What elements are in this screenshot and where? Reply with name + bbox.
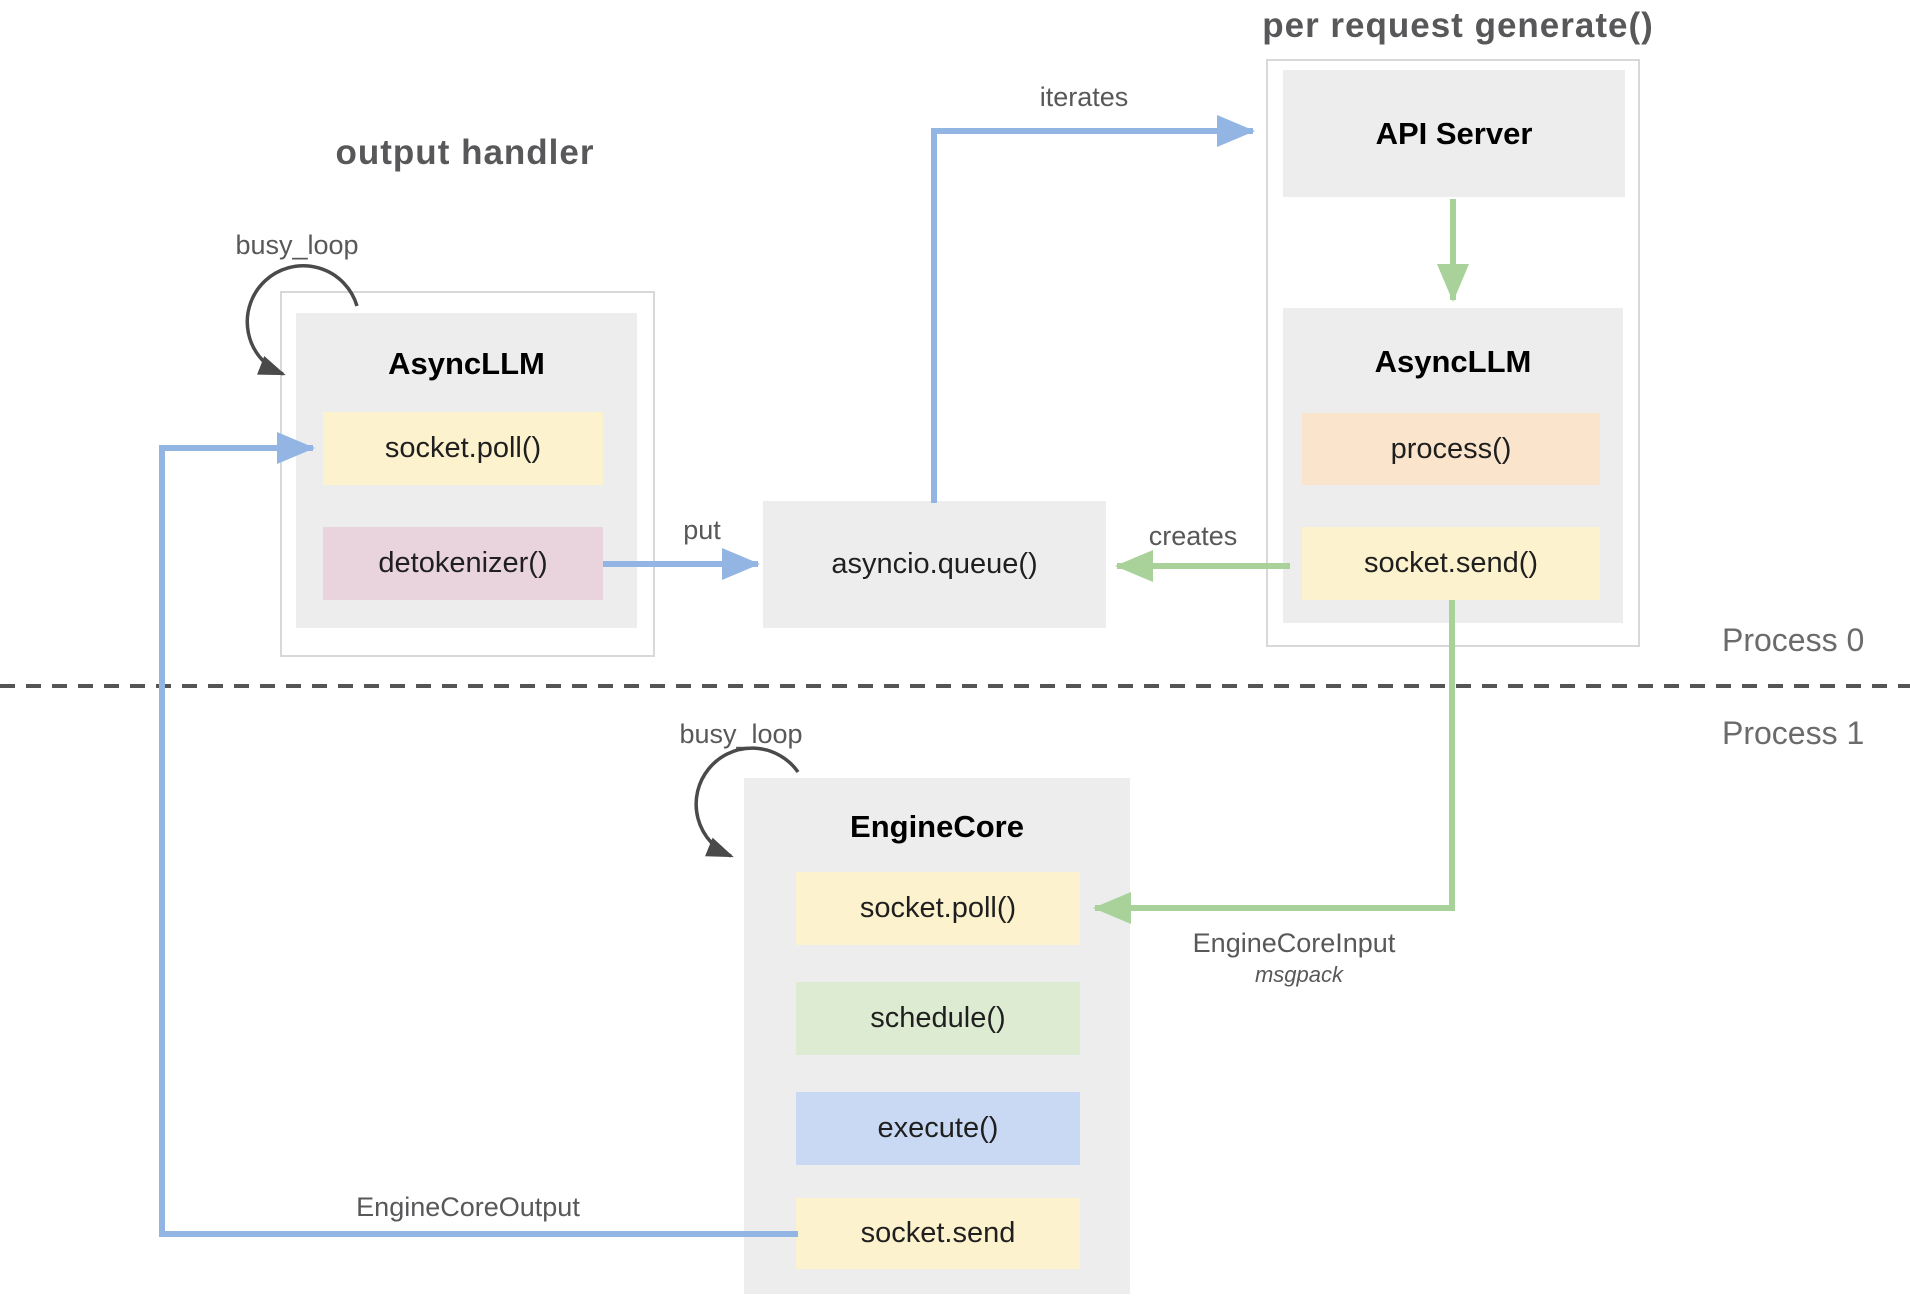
- method-socket-poll-core: socket.poll(): [796, 872, 1080, 945]
- async-llm-left-title: AsyncLLM: [388, 346, 545, 381]
- arrow-iterates: [931, 115, 1255, 503]
- output-handler-title: output handler: [335, 133, 595, 172]
- per-request-generate-title: per request generate(): [1262, 6, 1654, 45]
- engine-core-node: EngineCore socket.poll() schedule() exec…: [744, 778, 1130, 1294]
- engine-core-title: EngineCore: [850, 809, 1024, 844]
- method-detokenizer: detokenizer(): [323, 527, 603, 600]
- method-socket-send-core: socket.send: [796, 1198, 1080, 1269]
- busy-loop-label-bottom: busy_loop: [679, 719, 803, 749]
- method-process: process(): [1302, 413, 1600, 485]
- process-1-label: Process 1: [1722, 715, 1865, 751]
- api-server-node: API Server: [1283, 70, 1625, 197]
- method-socket-send-right: socket.send(): [1302, 527, 1600, 600]
- busy-loop-label-left: busy_loop: [235, 230, 359, 260]
- iterates-label: iterates: [1039, 82, 1129, 112]
- method-socket-poll-left: socket.poll(): [323, 412, 603, 485]
- process-0-label: Process 0: [1722, 622, 1865, 658]
- asyncio-queue-label: asyncio.queue(): [831, 548, 1038, 580]
- asyncio-queue-node: asyncio.queue(): [763, 501, 1106, 628]
- put-label: put: [683, 515, 721, 545]
- method-execute: execute(): [796, 1092, 1080, 1165]
- async-llm-right-title: AsyncLLM: [1374, 344, 1532, 379]
- async-llm-right-node: AsyncLLM process() socket.send(): [1283, 308, 1623, 623]
- engine-core-input-label: EngineCoreInput: [1192, 928, 1396, 958]
- api-server-title: API Server: [1375, 115, 1533, 151]
- engine-core-output-label: EngineCoreOutput: [356, 1192, 580, 1222]
- msgpack-label: msgpack: [1254, 962, 1344, 987]
- method-schedule: schedule(): [796, 982, 1080, 1055]
- async-llm-left-node: AsyncLLM socket.poll() detokenizer(): [296, 313, 637, 628]
- creates-label: creates: [1148, 521, 1238, 551]
